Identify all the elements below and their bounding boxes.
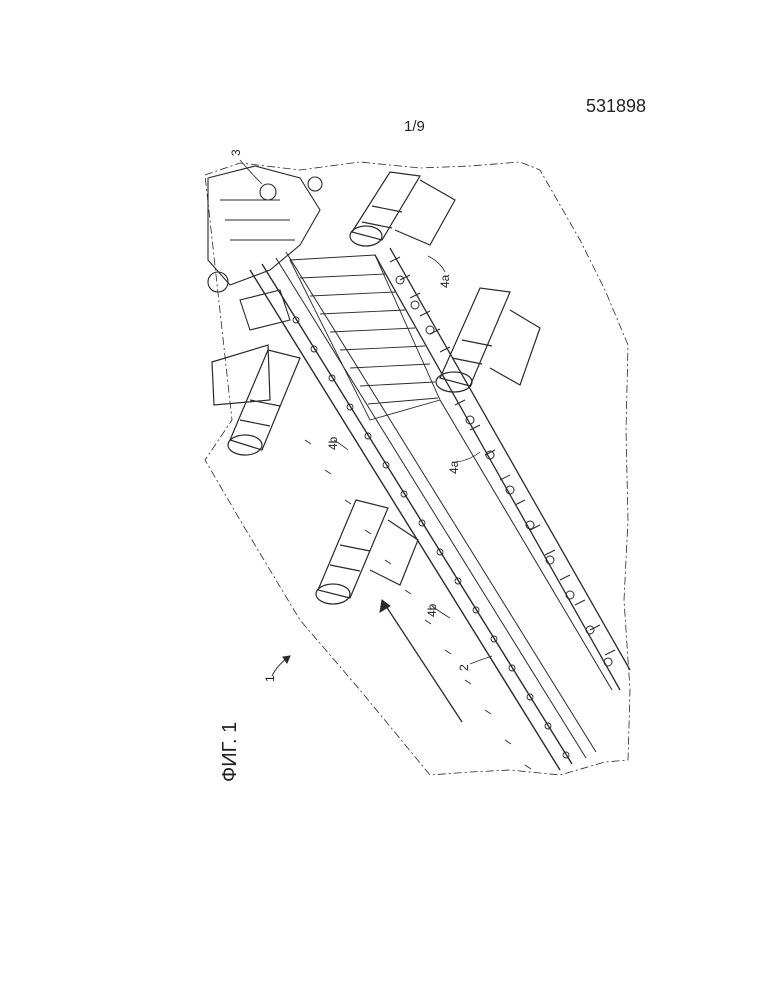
carriage-left: [212, 345, 300, 455]
figure-caption: ФИГ. 1: [219, 722, 241, 782]
label-track: 2: [457, 664, 471, 671]
assembly-pointer-arrow: [272, 656, 290, 676]
carriage-middle: [436, 288, 540, 392]
label-rail-b-upper: 4b: [326, 436, 340, 450]
label-rail-a-lower: 4a: [447, 460, 461, 474]
label-rail-b-lower: 4b: [425, 603, 439, 617]
feed-direction-arrow: [380, 600, 462, 722]
conveyor-track: [250, 252, 596, 770]
carriage-top: [350, 172, 455, 246]
boundary-outline: [205, 162, 630, 775]
label-drive-unit: 3: [229, 149, 243, 156]
label-rail-a-upper: 4a: [438, 274, 452, 288]
chain-links: [293, 317, 569, 769]
label-assembly: 1: [263, 675, 277, 682]
slat-bed: [290, 255, 440, 420]
